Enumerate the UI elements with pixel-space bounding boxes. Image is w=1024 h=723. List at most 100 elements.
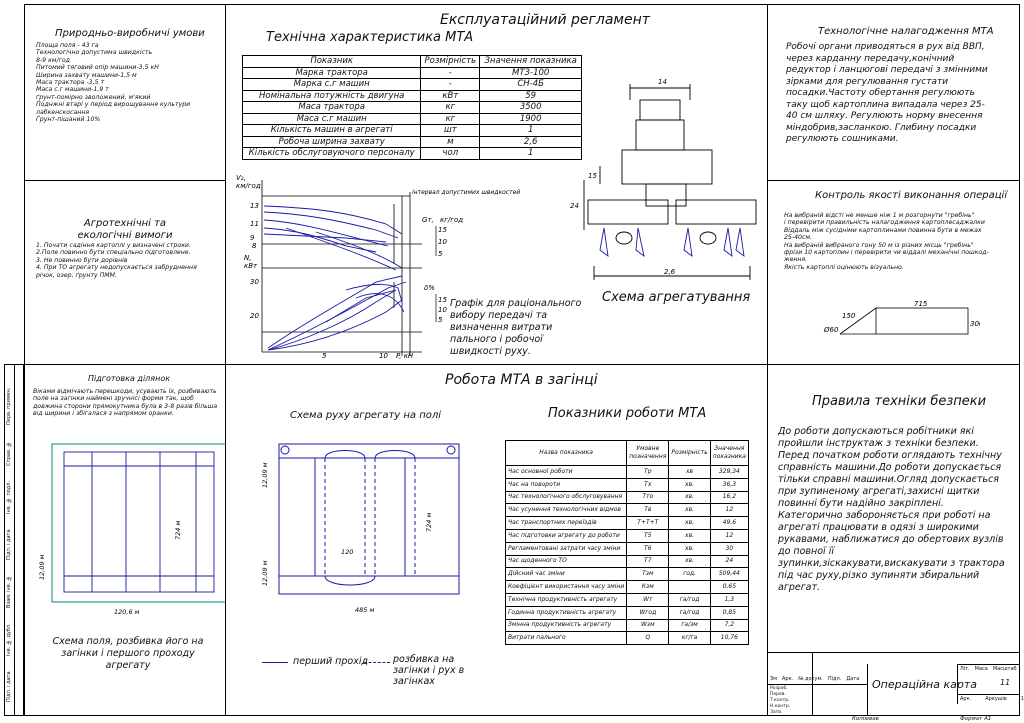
gn-tick: 15	[438, 226, 447, 234]
v-axis-label: V₂,	[236, 174, 246, 182]
interval-label: інтервал допустимих швидкостей	[412, 189, 520, 196]
production-line: Площа поля - 43 га	[36, 42, 99, 49]
tech-cell: м	[420, 135, 481, 148]
title-block-line	[767, 684, 867, 685]
ridge-dim: 150	[842, 312, 856, 320]
legend-dashed-line	[364, 662, 390, 663]
perf-cell: 0,65	[709, 580, 749, 594]
stamp-label: Аркушів	[985, 696, 1007, 702]
quality-line: фрізи 10 картоплин і перевірити чи відда…	[784, 249, 989, 257]
perf-cell: 1,3	[709, 592, 749, 607]
tech-row: Марка трактора-МТЗ-100	[241, 66, 582, 79]
grid-line	[24, 180, 225, 181]
perf-cell: Час на повороти	[504, 477, 628, 492]
quality-line: і перевірити правильність налагодження к…	[784, 219, 985, 227]
perf-cell: Час усунення технологічних відмов	[504, 503, 628, 518]
traction-graph: V₂, км/год 13 11 9 8 N, кВт 30 20 Gт, кг…	[236, 174, 520, 360]
title-block-line	[867, 664, 868, 716]
tech-cell: чол	[420, 147, 481, 160]
agro-line: річок, озер, ґрунту ПММ.	[36, 271, 117, 279]
perf-cell: Час щоденного ТО	[504, 554, 628, 569]
title-col-labels: Літ. Маса Масштаб	[960, 666, 1017, 672]
tech-cell: шт	[420, 124, 481, 137]
scheme-dim: 24	[570, 202, 579, 210]
stamp-label: Розроб.	[770, 686, 788, 691]
perf-cell	[668, 580, 711, 594]
perf-cell: Q	[626, 631, 670, 646]
legend-pass-pattern: розбивка на загінки і рух в загінках	[393, 654, 465, 687]
stamp-label: Зм	[770, 676, 777, 682]
production-line: Ґрунт-пішаний 10%	[36, 116, 101, 124]
middle-title: Робота МТА в загінці	[445, 372, 598, 388]
tech-cell: 1	[479, 147, 582, 160]
production-line: Ширина захвату машини-1,5 м	[36, 71, 137, 79]
perf-cell: Час транспортних переїздів	[504, 516, 628, 530]
n-axis-label: N,	[244, 254, 251, 262]
side-labels: Підп. і дата Інв. № дубл. Взам. інв. № П…	[4, 380, 14, 710]
safety-text: До роботи допускаються робітники які про…	[778, 426, 1005, 593]
perf-header: Назва показника	[504, 440, 628, 466]
tech-setting-text: Робочі органи приводяться в рух від ВВП,…	[786, 42, 988, 144]
tech-cell: -	[420, 78, 481, 91]
production-line: Питомий тяговий опір машини-3,5 кН	[36, 64, 159, 72]
production-line: 8-9 км/год	[36, 56, 70, 64]
perf-cell: га/год	[668, 592, 711, 607]
stamp-label: 1	[1020, 696, 1024, 702]
n-tick: 30	[250, 278, 259, 286]
quality-line: На вибраній вибраного гону 50 м із різни…	[784, 241, 974, 249]
perf-header: Умовне позначення	[626, 440, 670, 466]
production-title: Природньо-виробничі умови	[55, 28, 205, 39]
quality-line: Якість картоплі оцінюють візуально.	[784, 263, 904, 271]
field-scheme-caption: Схема поля, розбивка його на загінки і п…	[52, 636, 204, 671]
stamp-label: Арк.	[960, 696, 972, 702]
perf-cell: хв.	[668, 503, 711, 518]
stamp-label: Літ.	[960, 666, 970, 672]
x-label: P, кН	[396, 352, 414, 360]
delta-tick: 15	[438, 296, 447, 304]
perf-cell: Час технологічного обслуговування	[504, 490, 628, 505]
perf-cell: Wт	[626, 592, 670, 607]
production-line: ґрунт-помірно зволожений, м'який	[36, 93, 151, 101]
production-line: лабкенскосання	[36, 108, 90, 116]
v-tick: 9	[250, 234, 255, 242]
perf-cell: Тто	[626, 490, 670, 505]
scheme-dim: 14	[658, 78, 667, 86]
delta-tick: 5	[438, 316, 443, 324]
delta-tick: 10	[438, 306, 447, 314]
drawing-frame	[24, 4, 1020, 716]
side-label: Справ. №	[6, 440, 12, 466]
tech-cell: кг	[420, 112, 481, 125]
perf-cell: кг/га	[668, 631, 711, 646]
stamp-label: Перев.	[770, 692, 786, 697]
stamp-label: Маса	[974, 666, 988, 672]
tech-cell: Марка с.г машин	[241, 78, 422, 91]
perf-cell: Витрати пального	[504, 631, 628, 646]
perf-cell: Тзм	[626, 567, 670, 582]
tech-cell: Кількість обслуговуючого персоналу	[241, 147, 422, 160]
perf-cell: Wзм	[626, 618, 670, 633]
perf-cell: 12	[709, 528, 749, 543]
move-scheme-title: Схема руху агрегату на полі	[290, 410, 442, 421]
title-block-line	[957, 694, 1020, 695]
perf-table-title: Показники роботи МТА	[548, 406, 707, 421]
field-dim: 724 м	[174, 521, 182, 540]
perf-cell: Тх	[626, 477, 670, 492]
perf-cell: га/год	[668, 605, 711, 620]
grid-line	[767, 180, 1020, 181]
perf-cell: Регламентовані затрати часу зміни	[504, 541, 628, 556]
perf-cell: Тр	[626, 465, 670, 479]
move-dim: 12,09 м	[261, 462, 269, 488]
footer-format: Формат А1	[960, 716, 992, 722]
side-label: Підп. і дата	[6, 529, 12, 561]
tech-cell: 1	[479, 124, 582, 137]
